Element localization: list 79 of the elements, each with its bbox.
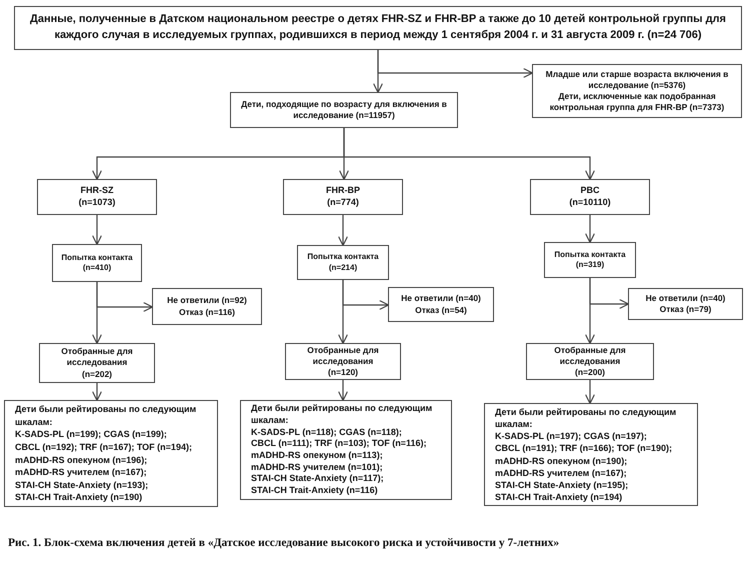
node-text: Дети, исключенные как подобранная контрольная группа для FHR-BP (n=7373) [548,91,726,114]
arrow [584,278,596,344]
rating-scale-line: K-SADS-PL (n=199); CGAS (n=199); [15,428,167,441]
node-title: FHR-BP [326,185,360,197]
node-text: (n=410) [82,263,112,274]
node-text: (n=202) [82,368,112,380]
rating-scale-line: mADHD-RS опекуном (n=190); [495,454,628,467]
arrow [584,380,596,404]
node-text: (n=1073) [78,197,116,209]
rating-scale-line: K-SADS-PL (n=118); CGAS (n=118); [251,426,402,438]
node-text: (n=10110) [569,197,611,209]
group-box [530,179,650,215]
arrow [338,380,348,402]
node-text: Отказ (n=54) [415,304,467,316]
group-box [37,179,157,215]
contact-box [297,245,389,280]
rating-scale-line: STAI-CH State-Anxiety (n=193); [15,478,148,492]
group-box [283,179,403,215]
node-title: Младше или старше возраста включения в исследование (n=5376) [544,68,730,91]
node-title: FHR-SZ [80,185,114,197]
node-title: Попытка контакта [554,250,626,260]
node-title: Отобранные для исследования [306,344,380,368]
rating-scale-line: STAI-CH Trait-Anxiety (n=116) [251,485,378,497]
rating-scale-line: CBCL (n=192); TRF (n=167); TOF (n=194); [15,440,192,454]
node-text: (n=319) [576,260,604,270]
rating-scale-line: K-SADS-PL (n=197); CGAS (n=197); [495,430,647,442]
rating-scale-line: CBCL (n=111); TRF (n=103); TOF (n=116); [251,438,426,450]
selected-box [285,343,401,380]
node-title: Дети, подходящие по возрасту для включения в исследование (n=11957) [240,98,448,122]
rating-scale-line: mADHD-RS учителем (n=167); [495,466,627,479]
node-text: Отказ (n=79) [660,304,712,316]
selected-box [526,343,654,380]
rating-scale-line: STAI-CH Trait-Anxiety (n=190) [15,491,142,504]
rating-scale-line: mADHD-RS учителем (n=167); [15,466,147,479]
exclusion-box [532,64,742,118]
arrow [584,215,596,244]
arrow [338,280,348,344]
rating-scale-line: CBCL (n=191); TRF (n=166); TOF (n=190); [495,442,672,454]
arrow [377,50,534,78]
arrow [343,128,596,180]
contact-box [52,244,142,282]
node-text: (n=200) [575,367,605,378]
node-title: Отобранные для исследования [60,346,134,369]
rating-scale-line: mADHD-RS опекуном (n=113); [251,450,383,462]
rating-box [240,400,452,500]
rating-heading: Дети были рейтированы по следующим шкалам: [251,403,434,427]
arrow [92,282,102,344]
node-title: Данные, полученные в Датском национальном реестре о детях FHR-SZ и FHR-BP а также до 10 детей контрольной группы для каждого случая в исследуемых группах, родившихся в период между 1 сентября 2004 г. и 31 августа 2009 г. (n=24 706) [29,12,727,43]
rating-scale-line: STAI-CH State-Anxiety (n=117); [251,473,384,486]
node-title: Отобранные для исследования [553,344,627,368]
arrow [92,383,102,402]
rating-scale-line: STAI-CH State-Anxiety (n=195); [495,478,628,491]
rating-scale-line: mADHD-RS учителем (n=101); [251,462,383,474]
node-text: Отказ (n=116) [179,306,235,318]
dropout-box [152,288,262,325]
node-title: Попытка контакта [307,252,379,262]
rating-box [484,403,698,506]
contact-box [544,242,636,278]
rating-heading: Дети были рейтированы по следующим шкалам: [495,406,678,430]
source-box [14,6,742,50]
rating-heading: Дети были рейтированы по следующим шкалам: [15,403,198,428]
node-title: Не ответили (n=40) [646,292,726,304]
figure-caption: Рис. 1. Блок-схема включения детей в «Датское исследование высокого риска и устойчивости у 7-летних» [8,537,560,549]
eligible-box [230,92,458,128]
node-title: Не ответили (n=92) [167,295,247,306]
node-title: PBC [580,185,600,197]
rating-scale-line: mADHD-RS опекуном (n=196); [15,454,148,466]
node-text: (n=214) [328,262,358,273]
arrow [92,215,102,246]
rating-scale-line: STAI-CH Trait-Anxiety (n=194) [495,490,622,504]
rating-box [4,400,218,507]
node-title: Попытка контакта [61,252,133,263]
node-text: (n=120) [328,367,358,378]
selected-box [39,343,155,383]
dropout-box [628,288,743,320]
node-text: (n=774) [327,197,359,209]
dropout-box [388,287,494,322]
arrow [338,215,348,246]
node-title: Не ответили (n=40) [401,293,481,304]
